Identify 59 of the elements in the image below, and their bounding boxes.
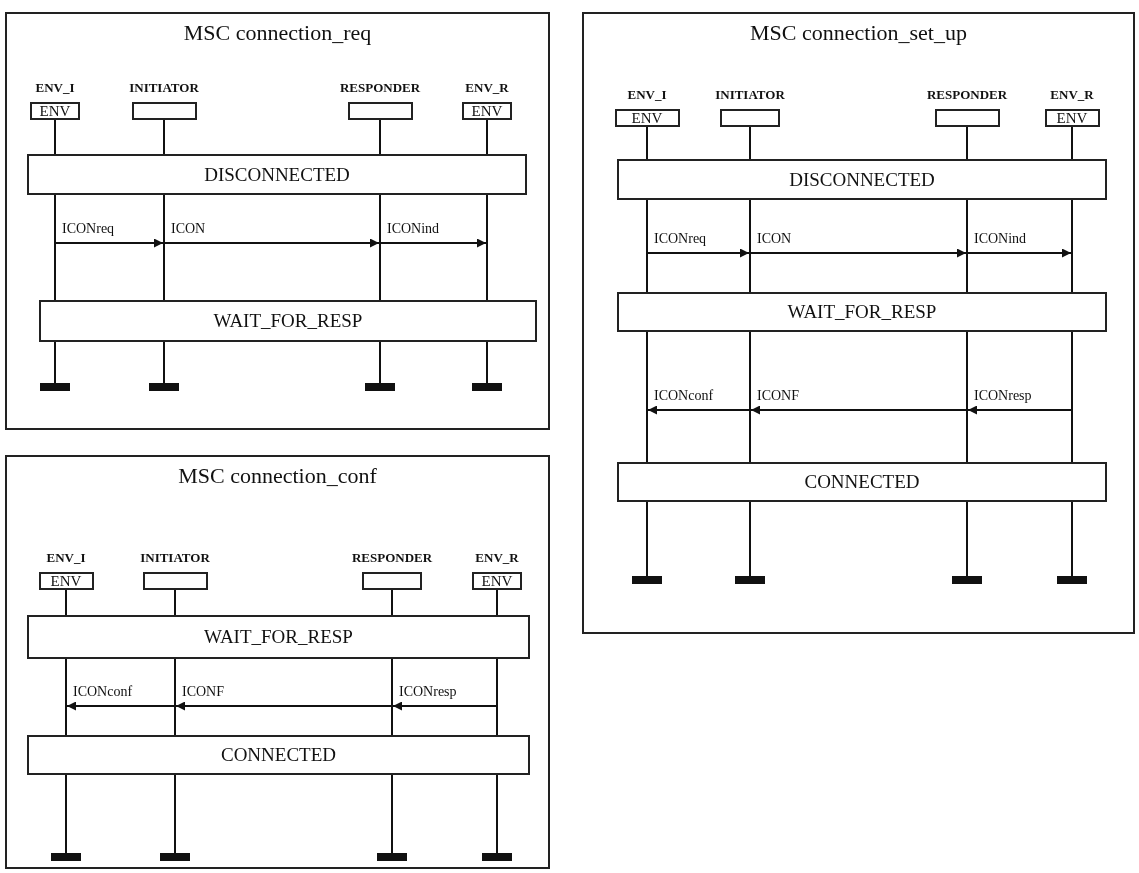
message-label: ICONresp xyxy=(973,388,1033,404)
stop-bar xyxy=(952,576,982,584)
instance-head-box: ENV xyxy=(472,572,522,590)
message-arrow xyxy=(750,405,967,415)
instance-name: ENV_I xyxy=(46,550,86,566)
message-label: ICONresp xyxy=(398,684,458,700)
message-label: ICONreq xyxy=(653,231,708,247)
message-arrow xyxy=(175,701,392,711)
frame-title: MSC connection_req xyxy=(183,20,372,46)
stop-bar xyxy=(40,383,70,391)
instance-name: INITIATOR xyxy=(140,550,210,566)
stop-bar xyxy=(482,853,512,861)
instance-name: RESPONDER xyxy=(339,80,421,96)
condition-box: CONNECTED xyxy=(617,462,1107,502)
stop-bar xyxy=(632,576,662,584)
message-arrow xyxy=(967,248,1072,258)
stop-bar xyxy=(735,576,765,584)
instance-name: ENV_I xyxy=(35,80,75,96)
stop-bar xyxy=(1057,576,1087,584)
message-arrow xyxy=(55,238,164,248)
stop-bar xyxy=(472,383,502,391)
msc-frame xyxy=(5,12,550,430)
condition-box: DISCONNECTED xyxy=(27,154,527,195)
message-arrow xyxy=(66,701,175,711)
stop-bar xyxy=(160,853,190,861)
message-arrow xyxy=(750,248,967,258)
instance-name: ENV_R xyxy=(475,550,519,566)
instance-head-box: ENV xyxy=(38,572,94,590)
instance-name: ENV_R xyxy=(465,80,509,96)
stop-bar xyxy=(377,853,407,861)
frame-title: MSC connection_set_up xyxy=(750,20,967,46)
message-arrow xyxy=(647,405,750,415)
instance-head-box: ENV xyxy=(462,102,512,120)
instance-name: INITIATOR xyxy=(129,80,199,96)
condition-box: WAIT_FOR_RESP xyxy=(617,292,1107,332)
message-arrow xyxy=(164,238,380,248)
instance-head-box: ENV xyxy=(30,102,80,120)
message-arrow xyxy=(647,248,750,258)
instance-name: RESPONDER xyxy=(351,550,433,566)
instance-name: RESPONDER xyxy=(926,87,1008,103)
frame-title: MSC connection_conf xyxy=(178,463,377,489)
message-arrow xyxy=(392,701,497,711)
message-label: ICONreq xyxy=(61,221,116,237)
instance-head-box: ENV xyxy=(614,109,680,127)
condition-box: WAIT_FOR_RESP xyxy=(27,615,530,659)
instance-name: INITIATOR xyxy=(715,87,785,103)
instance-name: ENV_I xyxy=(627,87,667,103)
msc-frame xyxy=(5,455,550,869)
instance-name: ENV_R xyxy=(1050,87,1094,103)
stop-bar xyxy=(51,853,81,861)
condition-box: DISCONNECTED xyxy=(617,159,1107,200)
instance-head-box: ENV xyxy=(1044,109,1100,127)
message-arrow xyxy=(967,405,1072,415)
msc-frame xyxy=(582,12,1135,634)
message-arrow xyxy=(380,238,487,248)
condition-box: WAIT_FOR_RESP xyxy=(39,300,537,342)
condition-box: CONNECTED xyxy=(27,735,530,775)
stop-bar xyxy=(149,383,179,391)
stop-bar xyxy=(365,383,395,391)
